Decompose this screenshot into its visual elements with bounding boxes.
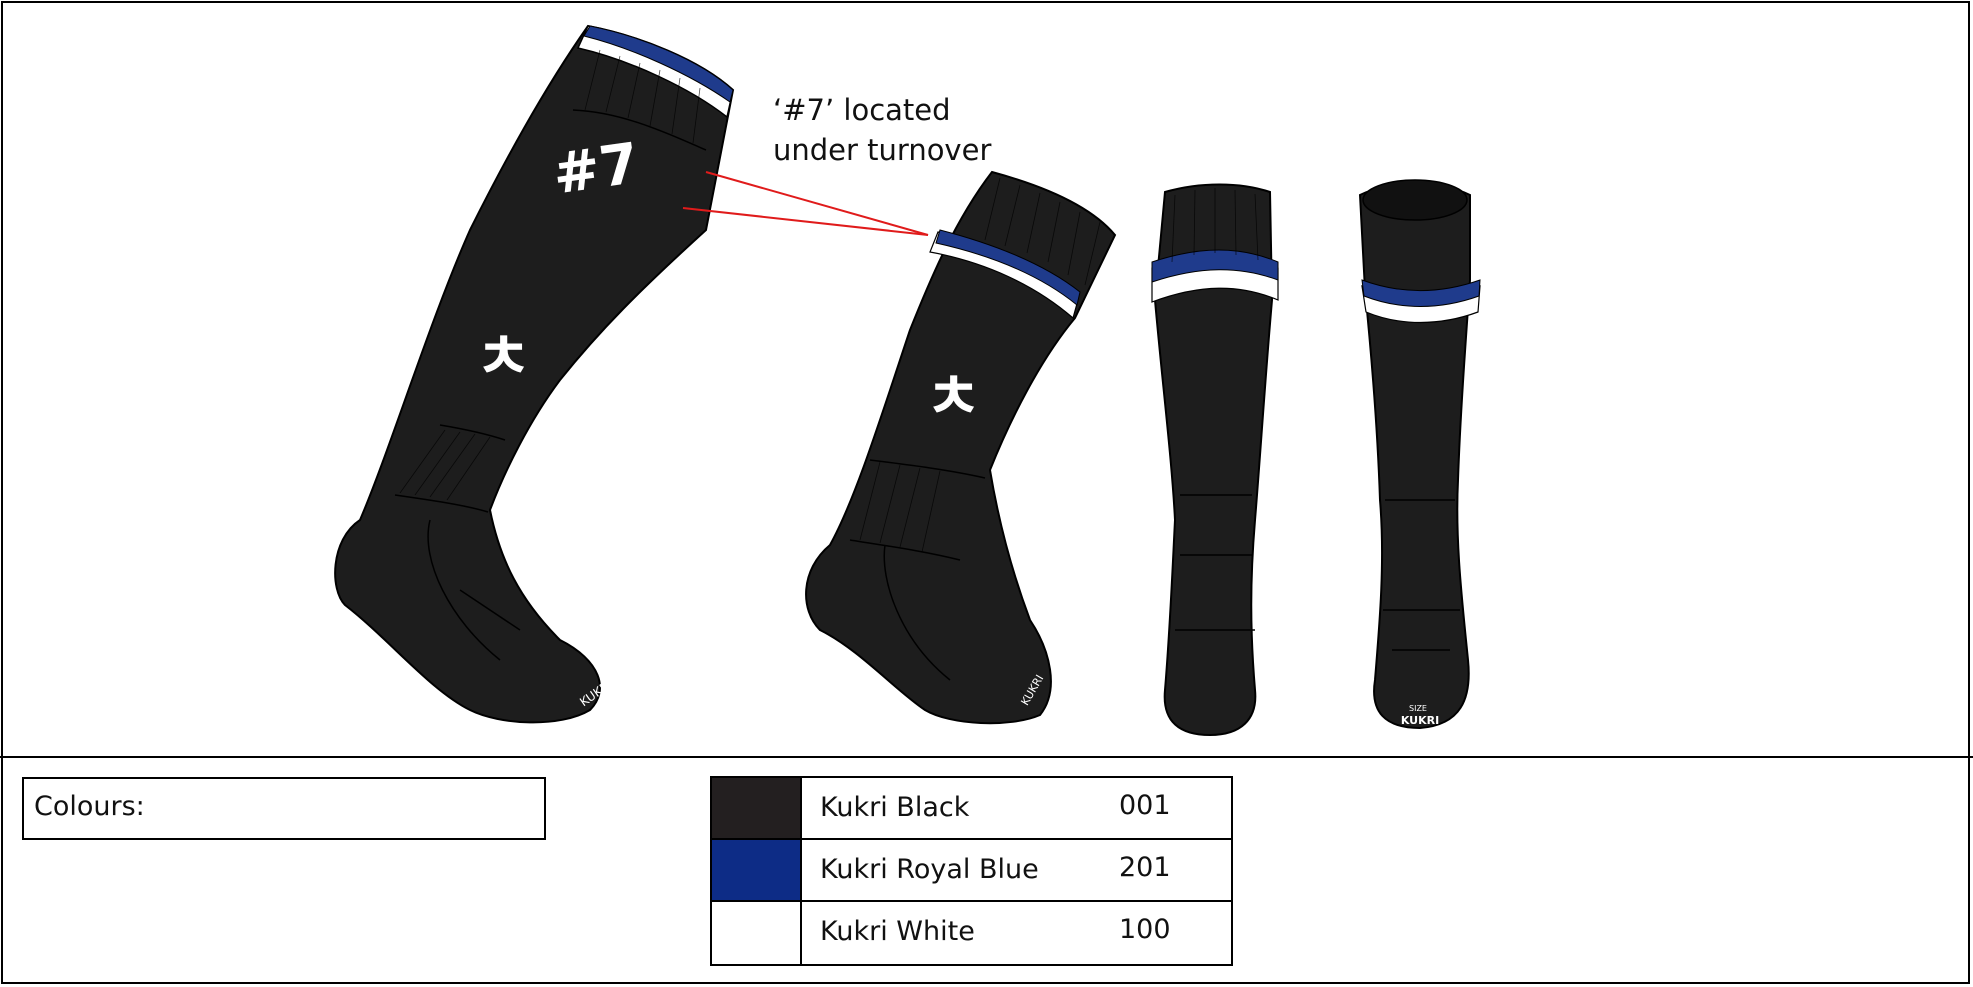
colours-label-box: Colours: <box>22 777 546 840</box>
sole-brand-mark-3: KUKRI <box>1401 714 1439 727</box>
annotation-line-2: under turnover <box>773 133 992 167</box>
annotation-leader-lines <box>682 171 929 236</box>
colour-row-royal-blue: Kukri Royal Blue 201 <box>712 840 1231 902</box>
colour-row-black: Kukri Black 001 <box>712 778 1231 840</box>
colour-name: Kukri Royal Blue <box>820 854 1039 885</box>
colour-swatch-black <box>712 778 802 838</box>
colour-swatch-royal-blue <box>712 840 802 900</box>
annotation-note: ‘#7’ located under turnover <box>773 90 991 170</box>
colour-swatch-table: Kukri Black 001 Kukri Royal Blue 201 Kuk… <box>710 776 1233 966</box>
kukri-logo-icon: ㅊ <box>475 320 532 393</box>
colour-name: Kukri Black <box>820 792 970 823</box>
colours-label: Colours: <box>34 791 145 822</box>
sock-side-turnover-up: #7 ㅊ KUKRI <box>334 24 735 724</box>
annotation-line-1: ‘#7’ located <box>773 93 951 127</box>
sole-size-mark: SIZE <box>1409 704 1427 713</box>
sock-illustrations: #7 ㅊ KUKRI ㅊ KUKRI <box>334 24 1481 737</box>
kukri-logo-icon-2: ㅊ <box>925 360 982 433</box>
sock-front-view: SIZE KUKRI <box>1358 179 1481 730</box>
colour-swatch-white <box>712 902 802 964</box>
colour-name: Kukri White <box>820 916 975 947</box>
colour-code: 201 <box>1119 852 1171 883</box>
sock-number-print: #7 <box>549 131 643 207</box>
colour-code: 100 <box>1119 914 1171 945</box>
sock-side-turnover-down: ㅊ KUKRI <box>805 170 1117 725</box>
colour-row-white: Kukri White 100 <box>712 902 1231 964</box>
colour-code: 001 <box>1119 790 1171 821</box>
sock-back-view <box>1151 183 1279 737</box>
section-divider <box>0 756 1973 758</box>
